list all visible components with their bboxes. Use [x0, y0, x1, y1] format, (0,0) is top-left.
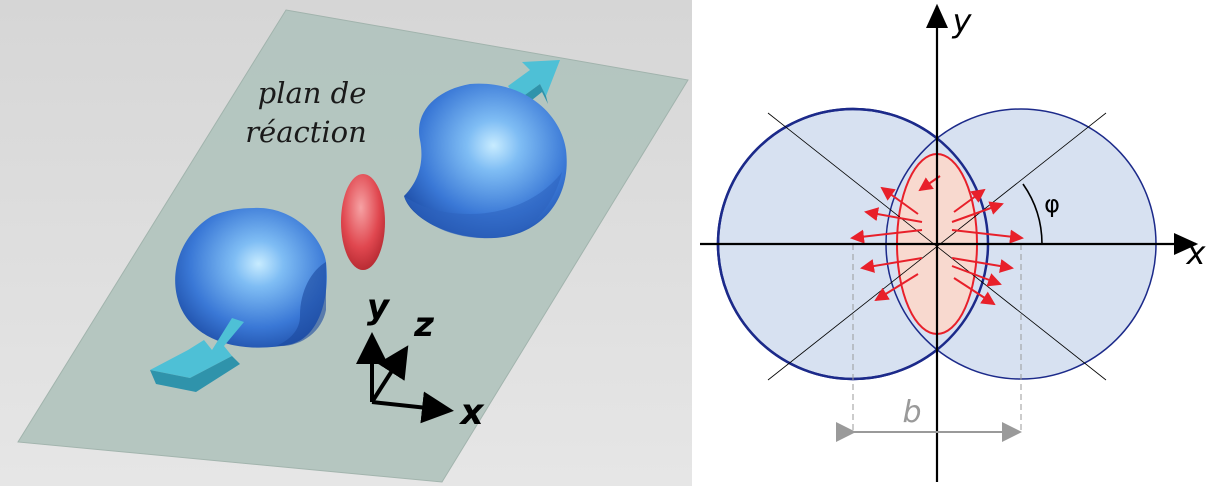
flow-arrow: [951, 257, 1014, 273]
x-axis-3d: [371, 391, 454, 424]
axis-triad: [356, 332, 454, 424]
flow-arrow: [880, 186, 919, 215]
flow-arrow: [864, 207, 923, 223]
z-axis-3d: [370, 345, 409, 404]
angle-arc: [1022, 183, 1043, 245]
flow-arrow: [860, 257, 923, 273]
flow-arrow: [874, 273, 919, 302]
elliptic-flow-arrows: [850, 175, 1024, 306]
flow-arrow: [953, 277, 996, 306]
x-axis-3d-label: x: [458, 392, 485, 433]
lower-nucleus: [175, 207, 327, 348]
lower-velocity-arrow: [150, 318, 244, 392]
flow-arrow: [951, 229, 1024, 244]
flow-arrow: [953, 188, 986, 213]
angle-label: φ: [1044, 190, 1060, 218]
upper-nucleus: [404, 83, 567, 239]
caption-line-1: plan de: [258, 76, 367, 110]
reaction-plane-svg: plan de réaction y z x: [0, 0, 692, 486]
y-axis-label: y: [952, 2, 973, 40]
flow-arrow: [850, 229, 923, 244]
impact-parameter-label: b: [902, 395, 921, 430]
z-axis-3d-label: z: [413, 305, 434, 345]
overlap-diagram-svg: φ b y x: [700, 2, 1207, 482]
flow-arrow: [951, 265, 1002, 287]
caption-line-2: réaction: [245, 115, 367, 149]
reaction-plane-illustration: plan de réaction y z x: [0, 0, 692, 486]
flow-arrow: [951, 201, 1004, 223]
y-axis-3d-label: y: [367, 287, 391, 327]
participant-zone-ellipsoid: [341, 174, 385, 270]
x-axis-label: x: [1186, 234, 1207, 272]
transverse-overlap-diagram: φ b y x: [696, 0, 1212, 486]
